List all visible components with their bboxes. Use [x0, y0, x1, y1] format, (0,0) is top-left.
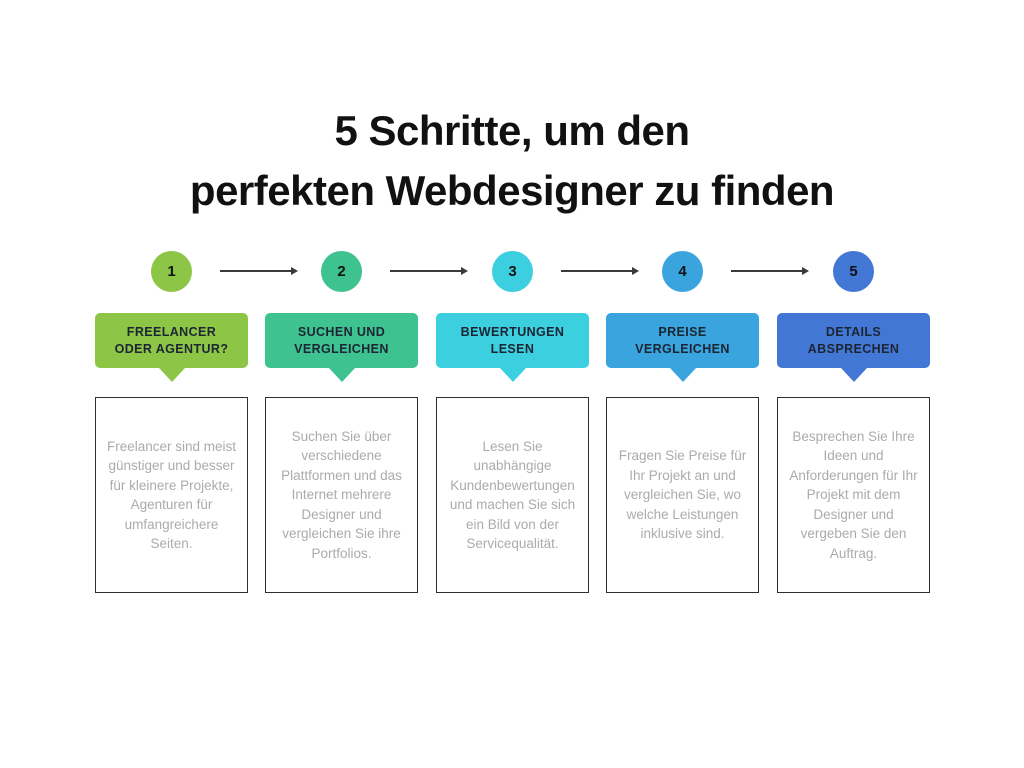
- step-column-5: 5 DETAILS ABSPRECHEN Besprechen Sie Ihre…: [777, 251, 930, 593]
- step-description-box: Besprechen Sie Ihre Ideen und Anforderun…: [777, 397, 930, 593]
- step-number-badge: 3: [492, 251, 533, 292]
- step-header-bubble: FREELANCER ODER AGENTUR?: [95, 313, 248, 368]
- step-description-box: Fragen Sie Preise für Ihr Projekt an und…: [606, 397, 759, 593]
- step-number: 4: [678, 263, 687, 280]
- flow-arrow-icon: [390, 267, 468, 274]
- step-header-label: PREISE VERGLEICHEN: [635, 324, 730, 356]
- step-column-2: 2 SUCHEN UND VERGLEICHEN Suchen Sie über…: [265, 251, 418, 593]
- step-column-4: 4 PREISE VERGLEICHEN Fragen Sie Preise f…: [606, 251, 759, 593]
- step-header-bubble: SUCHEN UND VERGLEICHEN: [265, 313, 418, 368]
- step-column-1: 1 FREELANCER ODER AGENTUR? Freelancer si…: [95, 251, 248, 593]
- page-title: 5 Schritte, um den perfekten Webdesigner…: [0, 101, 1024, 221]
- step-header-label: DETAILS ABSPRECHEN: [807, 324, 900, 356]
- step-number: 1: [167, 263, 176, 280]
- step-description-text: Freelancer sind meist günstiger und bess…: [106, 438, 237, 552]
- page-title-line1: 5 Schritte, um den: [334, 107, 690, 154]
- step-number-badge: 5: [833, 251, 874, 292]
- step-description-box: Suchen Sie über verschiedene Plattformen…: [265, 397, 418, 593]
- flow-arrow-icon: [561, 267, 639, 274]
- step-header-label: FREELANCER ODER AGENTUR?: [114, 324, 229, 356]
- step-description-text: Besprechen Sie Ihre Ideen und Anforderun…: [789, 428, 918, 561]
- step-description-text: Fragen Sie Preise für Ihr Projekt an und…: [618, 448, 747, 542]
- step-number-badge: 1: [151, 251, 192, 292]
- flow-arrow-icon: [220, 267, 298, 274]
- step-header-bubble: BEWERTUNGEN LESEN: [436, 313, 589, 368]
- step-header-bubble: DETAILS ABSPRECHEN: [777, 313, 930, 368]
- step-description-text: Suchen Sie über verschiedene Plattformen…: [281, 428, 402, 561]
- step-description-box: Lesen Sie unabhängige Kundenbewertungen …: [436, 397, 589, 593]
- step-description-box: Freelancer sind meist günstiger und bess…: [95, 397, 248, 593]
- step-description-text: Lesen Sie unabhängige Kundenbewertungen …: [449, 438, 576, 552]
- step-number: 3: [508, 263, 517, 280]
- step-number-badge: 4: [662, 251, 703, 292]
- step-number-badge: 2: [321, 251, 362, 292]
- flow-arrow-icon: [731, 267, 809, 274]
- step-number: 2: [337, 263, 346, 280]
- step-column-3: 3 BEWERTUNGEN LESEN Lesen Sie unabhängig…: [436, 251, 589, 593]
- step-header-bubble: PREISE VERGLEICHEN: [606, 313, 759, 368]
- step-header-label: SUCHEN UND VERGLEICHEN: [294, 324, 389, 356]
- step-number: 5: [849, 263, 858, 280]
- step-header-label: BEWERTUNGEN LESEN: [460, 324, 565, 356]
- page-title-line2: perfekten Webdesigner zu finden: [189, 167, 835, 214]
